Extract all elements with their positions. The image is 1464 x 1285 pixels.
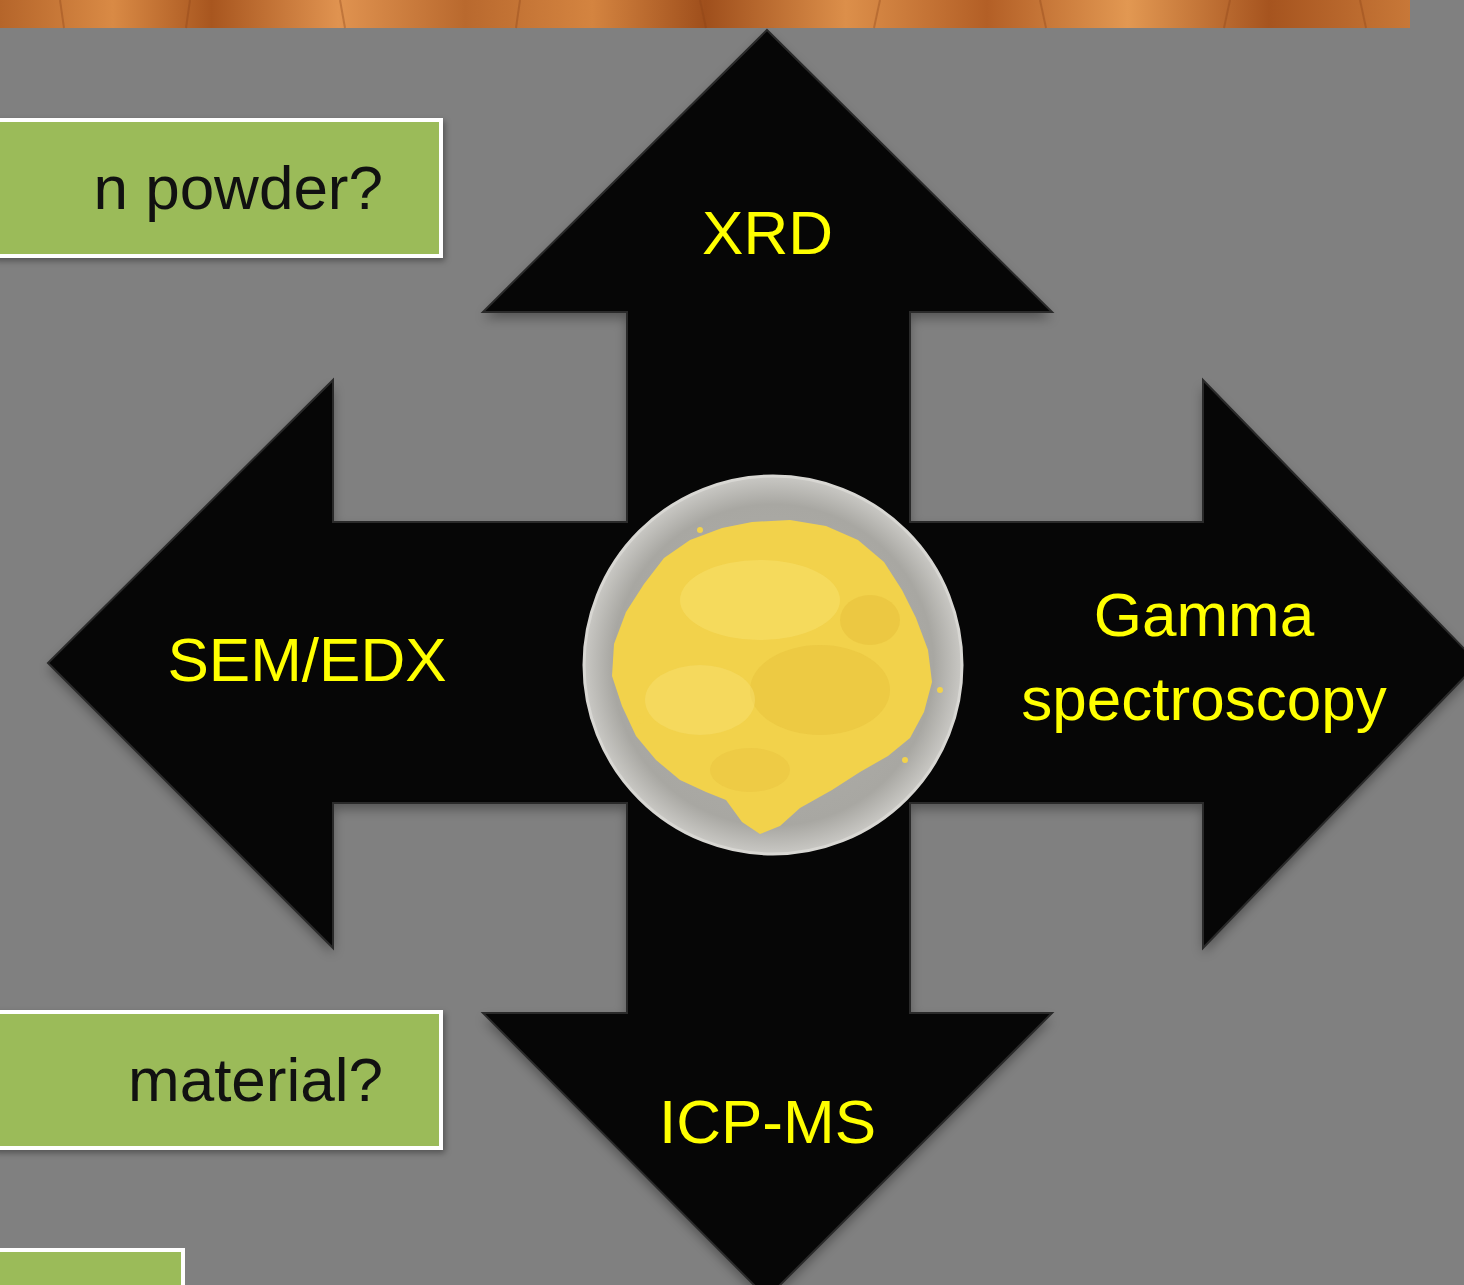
technique-label: Gamma spectroscopy [984, 573, 1424, 740]
technique-label: XRD [700, 196, 835, 270]
question-text: n powder? [93, 151, 383, 225]
arrow-label: Gamma spectroscopy [984, 573, 1424, 740]
question-text: material? [128, 1043, 383, 1117]
arrow-label: XRD [700, 196, 835, 270]
technique-label: SEM/EDX [165, 623, 449, 697]
question-box: material? [0, 1010, 443, 1150]
four-way-arrow [48, 30, 1464, 1285]
powder-texture [636, 527, 943, 792]
wood-strip [0, 0, 1410, 28]
technique-label: ICP-MS [657, 1085, 878, 1159]
green-box-partial [0, 1250, 183, 1285]
sample-dish [584, 476, 962, 854]
arrow-label: SEM/EDX [165, 623, 449, 697]
arrow-label: ICP-MS [657, 1085, 878, 1159]
yellow-powder [612, 520, 932, 834]
wood-grain [60, 0, 1366, 28]
question-box: n powder? [0, 118, 443, 258]
